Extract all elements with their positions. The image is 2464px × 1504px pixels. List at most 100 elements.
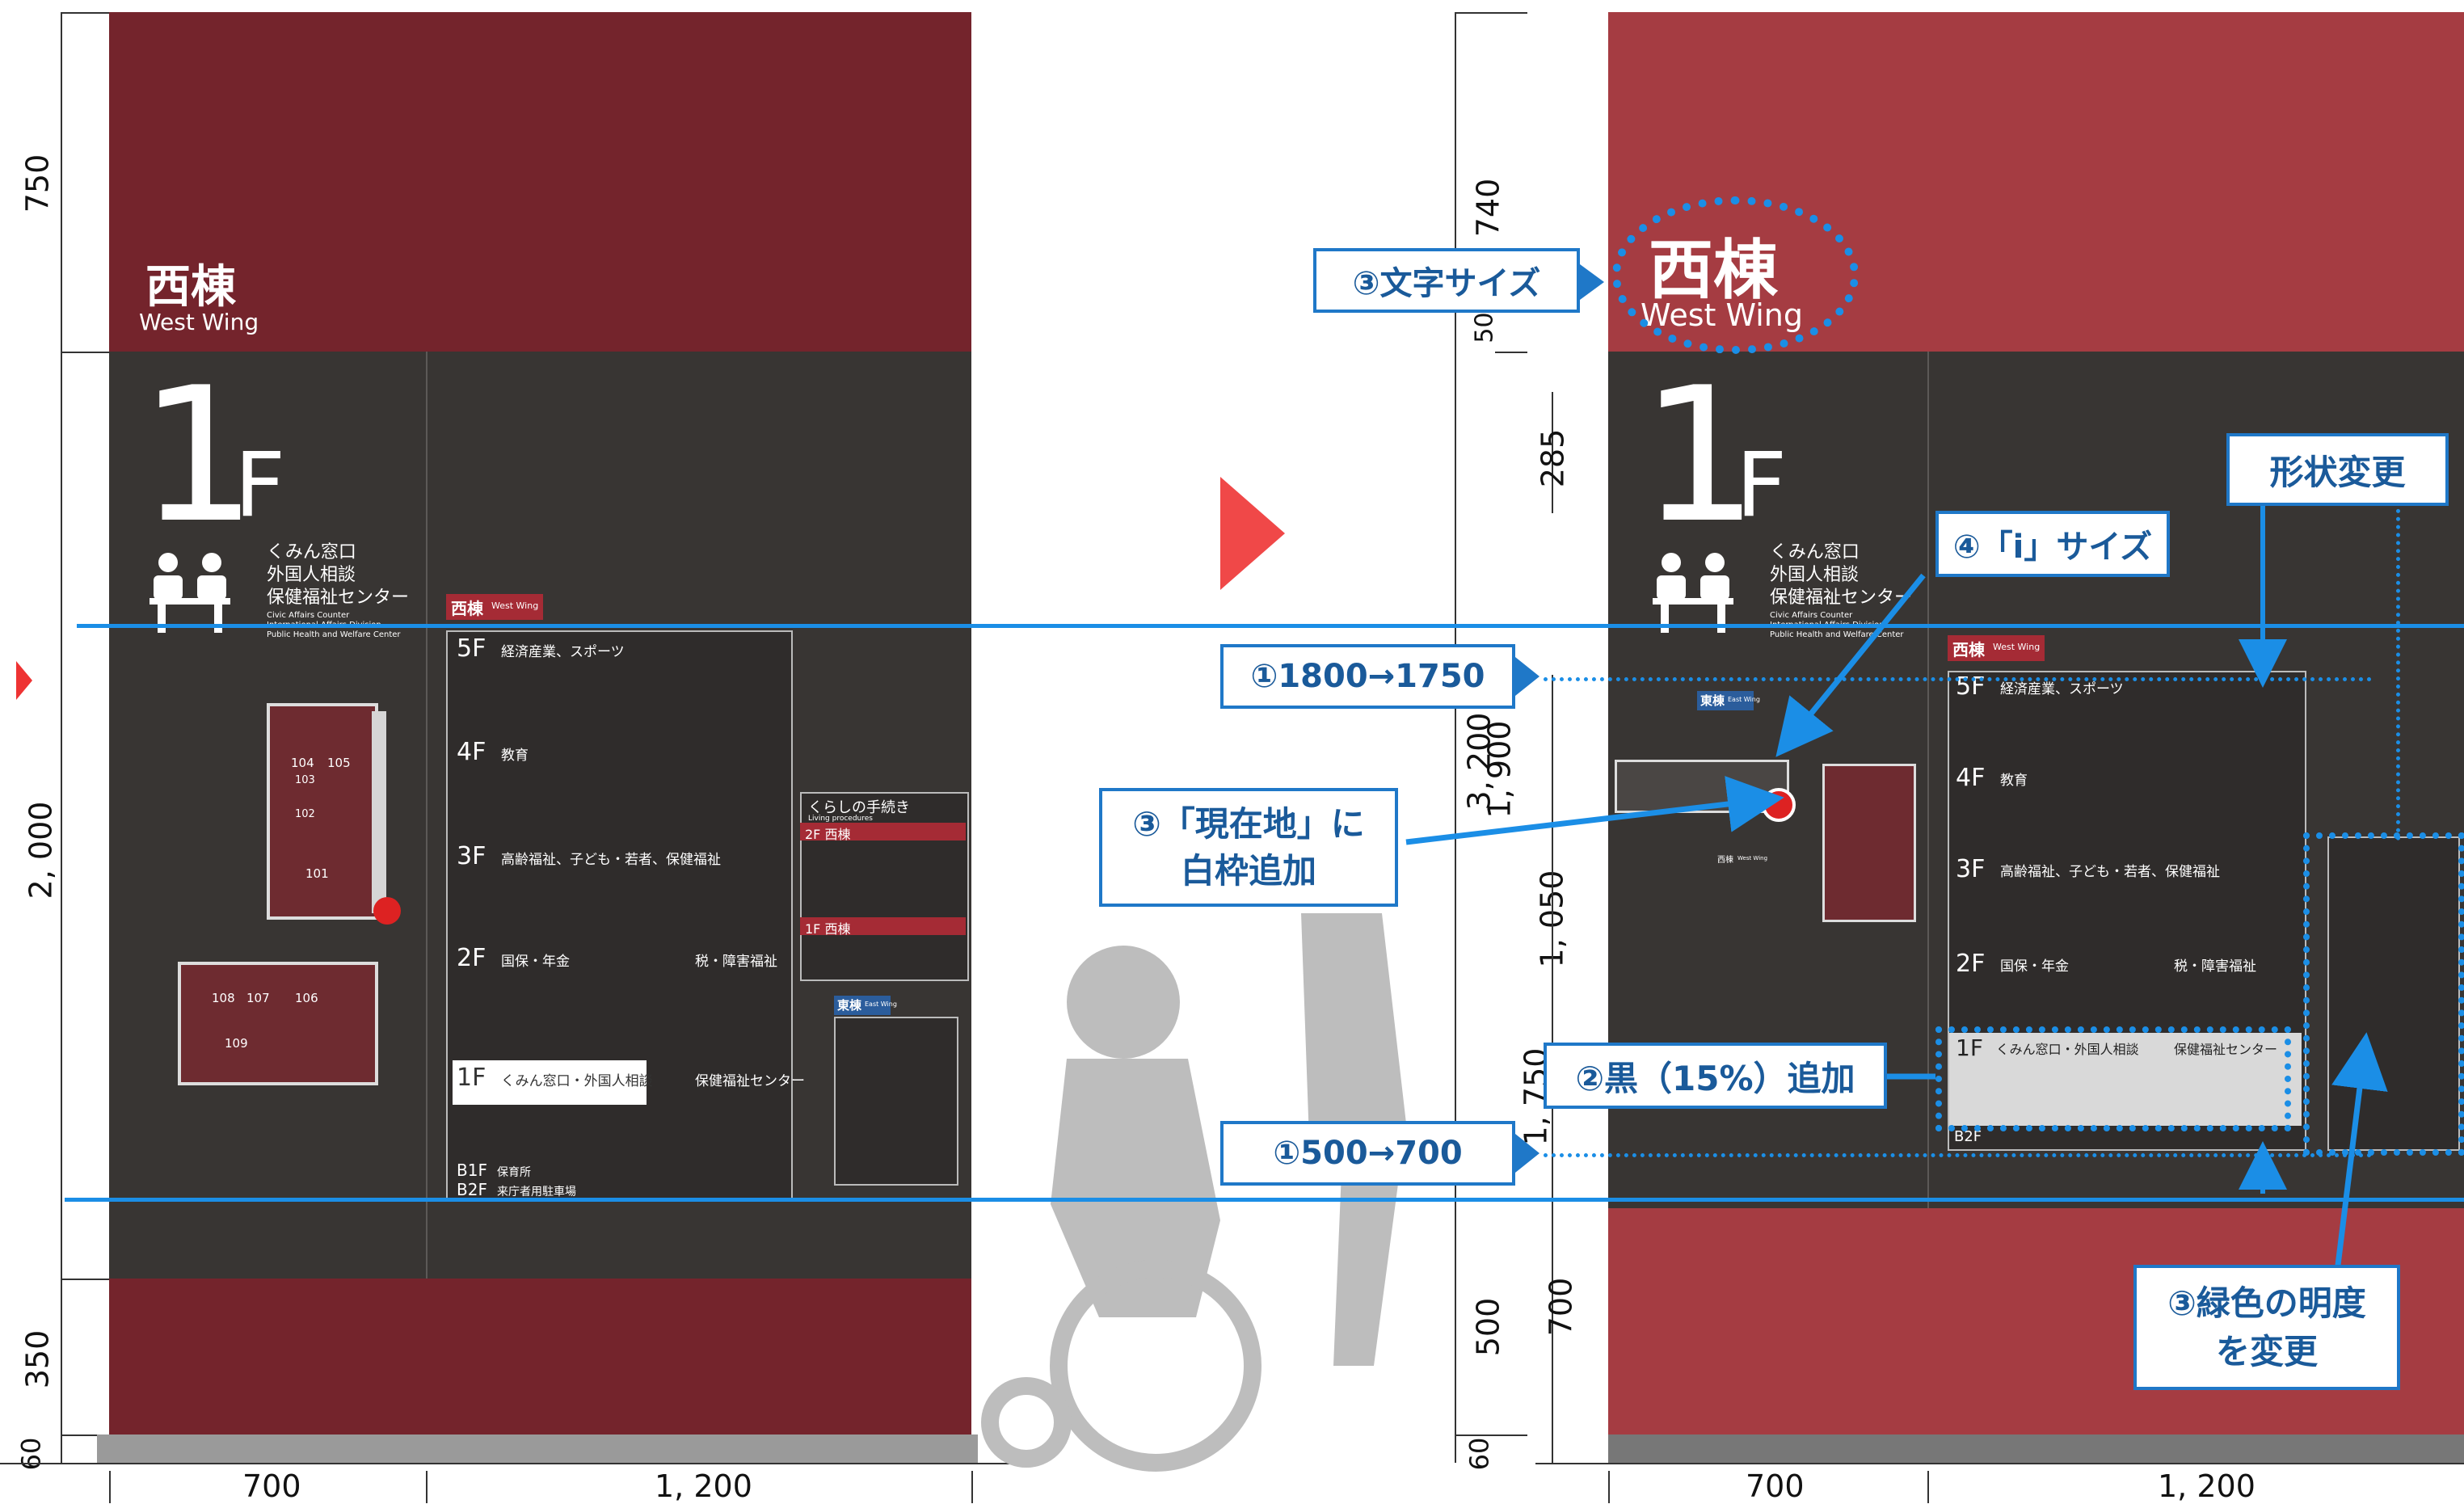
east-wing-label-new: 東棟 East Wing (1697, 691, 1760, 710)
callout-text-size: ③文字サイズ (1313, 248, 1580, 313)
dim-tick (1927, 1471, 1929, 1503)
service-ja-2-new: 外国人相談 (1770, 565, 1860, 585)
dim-tick (61, 12, 109, 14)
map-room-108: 108 (212, 991, 235, 1005)
dim-label-500: 500 (1470, 1297, 1506, 1357)
floor-1f-gray-band (1949, 1033, 2302, 1126)
wheelchair-silhouette (981, 840, 1406, 1472)
callout-i-size: ④「i」サイズ (1935, 511, 2170, 577)
map-room-103: 103 (295, 774, 315, 786)
floor-3f-title: 高齢福祉、子ども・若者、保健福祉 (501, 852, 721, 868)
floor-number: 1 (139, 348, 258, 564)
reference-line-bottom (65, 1198, 2464, 1202)
dim-tick (1495, 352, 1527, 353)
floor-1f-highlight (453, 1060, 647, 1105)
directory-header-en-new: West Wing (1993, 642, 2041, 652)
east-wing-panel (834, 1017, 958, 1186)
dim-tick (971, 1471, 973, 1503)
transition-arrow (1220, 477, 1285, 590)
floor-5f-title-new: 経済産業、スポーツ (2000, 681, 2124, 697)
dim-label-700: 700 (242, 1468, 301, 1504)
east-wing-en-new: East Wing (1728, 696, 1760, 703)
callout-current-location: ③「現在地」に 白枠追加 (1099, 788, 1398, 907)
dim-tick (61, 1279, 109, 1280)
dim-tick (1455, 12, 1527, 14)
dim-label-285: 285 (1535, 428, 1571, 488)
dim-label-750: 750 (19, 154, 56, 213)
floor-4f-label-new: 4F (1956, 764, 1986, 792)
service-ja-2: 外国人相談 (267, 565, 356, 585)
floor-3f-label-new: 3F (1956, 855, 1986, 883)
service-ja-3: 保健福祉センター (267, 588, 410, 608)
reception-icon-new (1653, 553, 1733, 633)
left-dimension-line (61, 12, 62, 1463)
directory-header: 西棟 West Wing (446, 594, 543, 620)
service-ja-1: くみん窓口 (267, 542, 356, 562)
green-highlight-box (2303, 832, 2464, 1156)
dim-label-2000: 2, 000 (23, 801, 59, 899)
living-row-header-1f (800, 917, 966, 935)
right-dimension-line (1455, 12, 1456, 1463)
floor-b2f-label: B2F (457, 1180, 487, 1199)
service-en-3-new: Public Health and Welfare Center (1770, 630, 1904, 639)
floor-2f-title-new: 国保・年金 (2000, 958, 2069, 975)
callout-green-line2: を変更 (2215, 1331, 2318, 1371)
shape-change-connector (2396, 501, 2400, 840)
building-name-ja: 西棟 (145, 261, 236, 314)
map-room-109: 109 (225, 1036, 248, 1051)
floor-5f-label: 5F (457, 634, 486, 663)
floor-1f-title-b: 保健福祉センター (695, 1073, 805, 1089)
dim-label-60: 60 (15, 1437, 47, 1471)
floor-5f-label-new: 5F (1956, 672, 1986, 701)
living-row-1f: 1F 西棟 (805, 921, 851, 937)
directory-header-ja: 西棟 (451, 599, 483, 618)
height-line-1750 (1544, 677, 2372, 681)
floor-2f-label-new: 2F (1956, 950, 1986, 978)
map-label-en-new: West Wing (1737, 855, 1768, 862)
floor-1f-label-new: 1F (1956, 1034, 1983, 1061)
current-location-icon (373, 897, 401, 925)
map-room-block-lower (178, 962, 378, 1085)
map-room-104: 104 (291, 756, 314, 770)
callout-current-location-line1: ③「現在地」に (1132, 803, 1365, 844)
floor-2f-label: 2F (457, 944, 486, 972)
map-room-102: 102 (295, 808, 315, 820)
floor-1f-title-b-new: 保健福祉センター (2174, 1042, 2278, 1057)
dim-label-1200-right: 1, 200 (2158, 1468, 2256, 1504)
dim-label-740: 740 (1470, 178, 1506, 238)
living-row-2f: 2F 西棟 (805, 827, 851, 842)
callout-shape-change: 形状変更 (2226, 433, 2449, 506)
ground-line (0, 1463, 1018, 1464)
floor-b1f-title: 保育所 (497, 1166, 531, 1179)
marker-arrow (16, 661, 32, 700)
height-line-700 (1544, 1153, 2372, 1157)
east-wing-ja-new: 東棟 (1700, 693, 1725, 708)
floor-b2f-title: 来庁者用駐車場 (497, 1186, 576, 1199)
directory-panel (446, 630, 793, 1199)
floor-2f-title: 国保・年金 (501, 954, 570, 970)
building-name-en: West Wing (139, 309, 259, 335)
living-row-header-2f (800, 823, 966, 840)
dim-label-1200: 1, 200 (655, 1468, 752, 1504)
floor-1f-label: 1F (457, 1064, 486, 1092)
sign-divider-new (1927, 352, 1929, 1208)
dim-tick (426, 1471, 428, 1503)
dim-label-1900: 1, 900 (1481, 720, 1518, 819)
sign-top-band (109, 12, 971, 352)
service-ja-1-new: くみん窓口 (1770, 542, 1860, 562)
floor-3f-title-new: 高齢福祉、子ども・若者、保健福祉 (2000, 864, 2220, 880)
floor-1f-title-new: くみん窓口・外国人相談 (1996, 1042, 2139, 1057)
current-location-icon-new (1762, 788, 1796, 822)
title-highlight-ellipse (1612, 196, 1859, 354)
floor-number-new: 1 (1641, 348, 1759, 564)
floor-4f-label: 4F (457, 738, 486, 766)
callout-green-line1: ③緑色の明度 (2167, 1283, 2366, 1323)
callout-height-1750-pointer (1515, 657, 1539, 696)
east-wing-ja: 東棟 (837, 998, 862, 1013)
map-corridor (372, 711, 386, 913)
callout-black-15: ②黒（15%）追加 (1544, 1043, 1887, 1109)
dim-label-700-right: 700 (1746, 1468, 1805, 1504)
callout-current-location-line2: 白枠追加 (1180, 850, 1316, 891)
callout-text-size-pointer (1580, 264, 1604, 300)
floor-1f-title: くみん窓口・外国人相談 (501, 1073, 653, 1089)
